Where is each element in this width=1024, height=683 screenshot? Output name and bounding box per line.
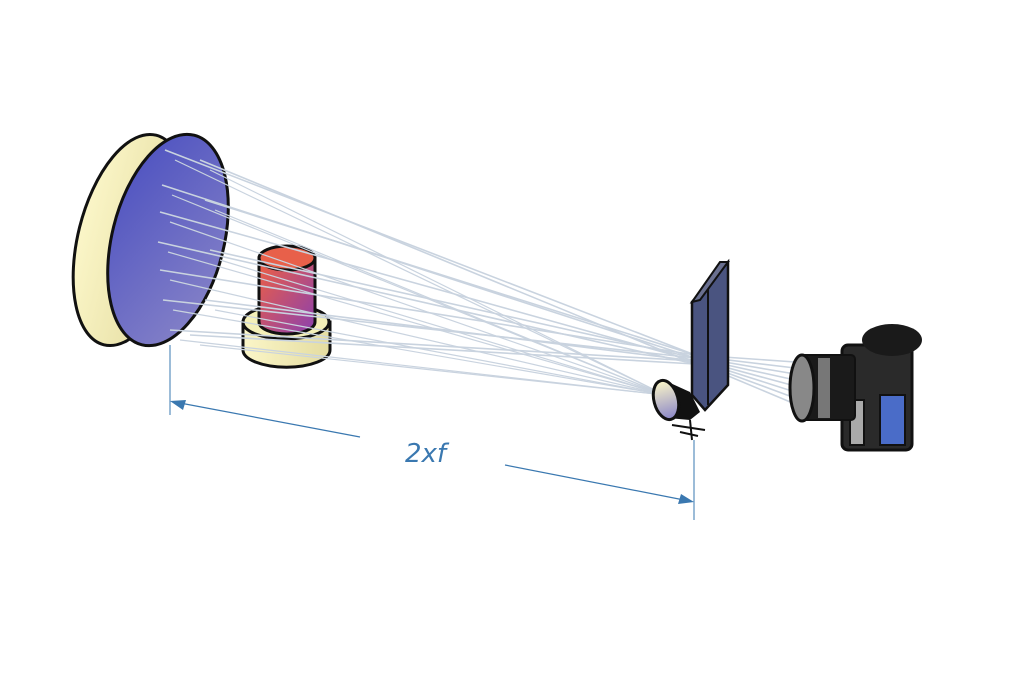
light-rays bbox=[157, 149, 796, 405]
light-ray bbox=[219, 259, 666, 396]
knife-edge-icon bbox=[689, 258, 730, 412]
light-ray bbox=[199, 159, 696, 365]
distance-dimension: 2xf bbox=[169, 345, 695, 520]
mirror-icon bbox=[71, 132, 230, 348]
arrow-left-icon bbox=[170, 400, 186, 410]
light-ray bbox=[169, 221, 666, 396]
light-ray bbox=[209, 249, 696, 359]
light-ray bbox=[159, 269, 696, 356]
light-ray bbox=[189, 334, 696, 365]
arrow-right-icon bbox=[678, 494, 694, 504]
light-ray bbox=[199, 344, 666, 396]
light-source-icon bbox=[651, 378, 706, 441]
distance-label: 2xf bbox=[405, 439, 450, 469]
light-ray bbox=[157, 241, 696, 365]
camera-icon bbox=[788, 324, 922, 452]
light-ray bbox=[204, 299, 696, 362]
light-ray bbox=[159, 211, 696, 362]
light-ray bbox=[214, 209, 666, 396]
light-ray bbox=[169, 329, 696, 362]
light-ray bbox=[174, 159, 666, 396]
light-ray bbox=[172, 309, 666, 396]
light-ray bbox=[204, 199, 696, 356]
light-ray bbox=[169, 279, 666, 396]
light-ray bbox=[167, 251, 666, 396]
light-ray bbox=[162, 299, 696, 359]
light-ray bbox=[164, 149, 696, 356]
light-ray bbox=[214, 309, 666, 396]
